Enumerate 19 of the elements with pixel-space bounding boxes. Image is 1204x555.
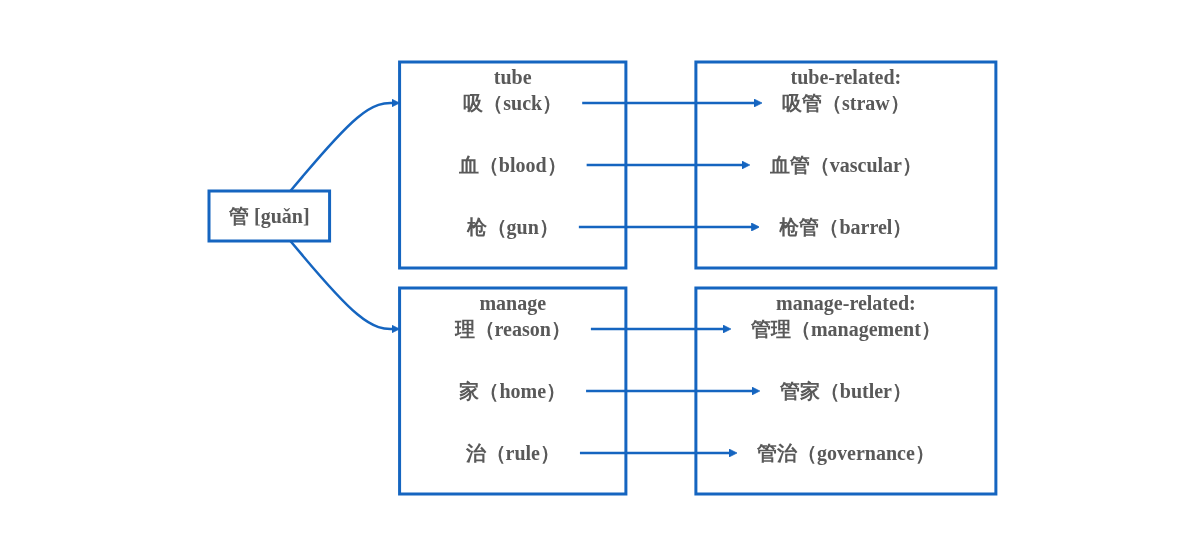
node-text: 吸管（straw） bbox=[781, 91, 910, 114]
arrow bbox=[581, 98, 762, 107]
node-text: 治（rule） bbox=[465, 441, 560, 464]
arrow bbox=[578, 222, 760, 231]
node-box: 管 [guǎn] bbox=[207, 189, 331, 242]
node-text: 枪（gun） bbox=[466, 215, 559, 238]
node-text: 管家（butler） bbox=[779, 379, 912, 402]
arrow bbox=[586, 160, 750, 169]
node-text: 理（reason） bbox=[454, 317, 571, 340]
node-text: 管治（governance） bbox=[756, 441, 935, 464]
node-text: 血管（vascular） bbox=[769, 153, 922, 176]
arrow bbox=[585, 386, 760, 395]
arrow bbox=[579, 448, 737, 457]
node-text: 枪管（barrel） bbox=[778, 215, 912, 238]
node-text: 管理（management） bbox=[750, 317, 941, 340]
node-text: 吸（suck） bbox=[462, 91, 562, 114]
node-text: 血（blood） bbox=[458, 153, 567, 176]
node-text: 家（home） bbox=[458, 379, 566, 402]
arrow bbox=[590, 324, 731, 333]
